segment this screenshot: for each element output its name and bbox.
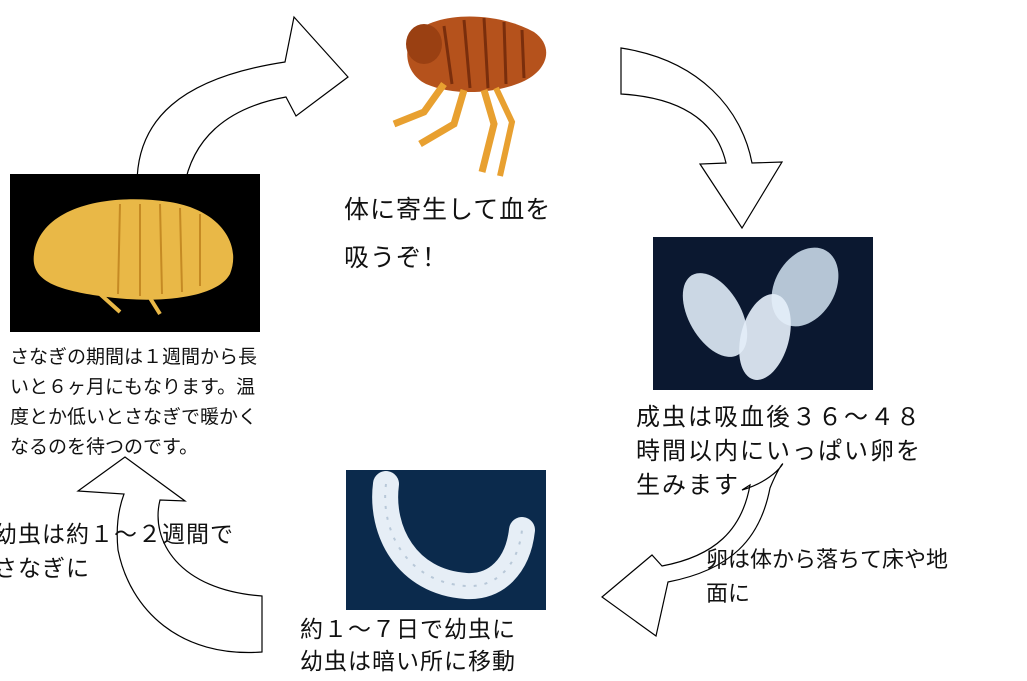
egg-drop-caption: 卵は体から落ちて床や地 面に	[706, 544, 948, 612]
adult-caption-line: 吸うぞ！	[344, 243, 449, 272]
larva-to-pupa-caption-line: 幼虫は約１～２週間で	[0, 522, 234, 548]
larva-caption-line: 約１～７日で幼虫に	[300, 617, 516, 643]
pupa-caption: さなぎの期間は１週間から長 いと６ヶ月にもなります。温 度とか低いとさなぎで暖か…	[10, 342, 257, 462]
egg-photo	[653, 237, 873, 390]
larva-to-pupa-caption: 幼虫は約１～２週間で さなぎに	[0, 518, 234, 586]
larva-photo	[346, 470, 546, 610]
egg-caption: 成虫は吸血後３６～４８ 時間以内にいっぱい卵を 生みます	[636, 400, 922, 502]
adult-caption-line: 体に寄生して血を	[344, 195, 552, 224]
pupa-caption-line: 度とか低いとさなぎで暖かく	[10, 406, 258, 428]
arrow-larva-to-pupa	[76, 456, 263, 654]
egg-caption-line: 生みます	[636, 471, 740, 499]
adult-flea-photo	[384, 4, 560, 182]
pupa-caption-line: なるのを待つのです。	[10, 436, 199, 458]
larva-to-pupa-caption-line: さなぎに	[0, 556, 90, 582]
egg-drop-caption-line: 面に	[706, 582, 751, 607]
arrow-egg-to-larva	[601, 463, 784, 638]
pupa-caption-line: いと６ヶ月にもなります。温	[10, 376, 256, 398]
egg-drop-caption-line: 卵は体から落ちて床や地	[706, 548, 949, 573]
pupa-photo	[10, 174, 260, 332]
adult-caption: 体に寄生して血を 吸うぞ！	[344, 186, 551, 282]
pupa-caption-line: さなぎの期間は１週間から長	[10, 346, 258, 368]
larva-caption: 約１～７日で幼虫に 幼虫は暗い所に移動	[300, 614, 516, 678]
arrow-adult-to-egg	[620, 47, 784, 230]
larva-caption-line: 幼虫は暗い所に移動	[300, 649, 516, 675]
egg-caption-line: 成虫は吸血後３６～４８	[636, 403, 922, 431]
arrow-pupa-to-adult	[136, 15, 349, 189]
egg-caption-line: 時間以内にいっぱい卵を	[636, 437, 922, 465]
